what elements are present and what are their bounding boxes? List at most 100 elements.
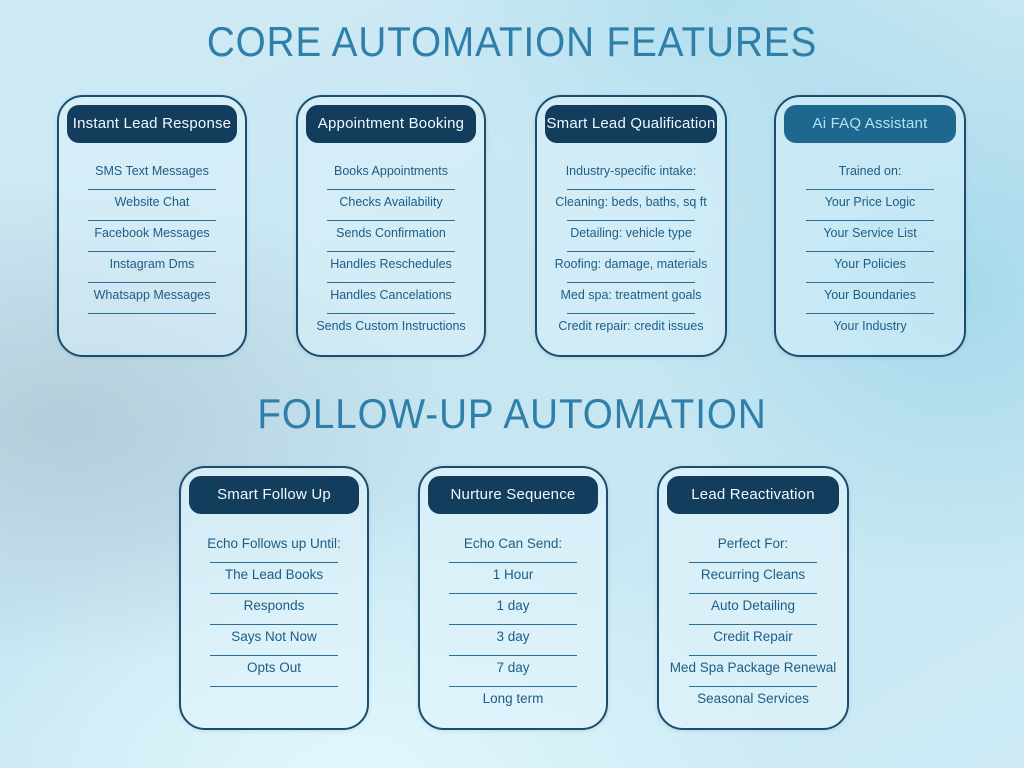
- list-item: Sends Custom Instructions: [298, 316, 484, 347]
- list-item: SMS Text Messages: [59, 161, 245, 192]
- separator-line: [806, 313, 934, 314]
- list-item-label: Handles Cancelations: [330, 288, 452, 302]
- list-item: Echo Follows up Until:: [181, 534, 367, 565]
- separator-line: [210, 655, 338, 656]
- list-item: Seasonal Services: [659, 689, 847, 720]
- list-item-label: Your Service List: [823, 226, 917, 240]
- list-item-label: Echo Follows up Until:: [207, 536, 341, 551]
- separator-line: [449, 562, 577, 563]
- list-item: Long term: [420, 689, 606, 720]
- list-item: Sends Confirmation: [298, 223, 484, 254]
- list-item-label: Industry-specific intake:: [565, 164, 697, 178]
- card-header-lead-reactivation: Lead Reactivation: [667, 476, 839, 514]
- list-item-label: Recurring Cleans: [700, 567, 806, 582]
- list-item-label: Credit repair: credit issues: [558, 319, 704, 333]
- card-header-instant-lead-response: Instant Lead Response: [67, 105, 237, 143]
- list-item-label: Trained on:: [838, 164, 902, 178]
- list-item: Trained on:: [776, 161, 964, 192]
- list-item-label: Cleaning: beds, baths, sq ft: [555, 195, 707, 209]
- separator-line: [327, 313, 455, 314]
- separator-line: [806, 282, 934, 283]
- separator-line: [567, 189, 695, 190]
- separator-line: [327, 189, 455, 190]
- list-item-label: Opts Out: [246, 660, 302, 675]
- list-item: Med Spa Package Renewal: [659, 658, 847, 689]
- list-item-label: Website Chat: [114, 195, 190, 209]
- list-item-label: Echo Can Send:: [463, 536, 563, 551]
- separator-line: [567, 313, 695, 314]
- list-item-label: Handles Reschedules: [330, 257, 452, 271]
- list-item-label: 3 day: [496, 629, 530, 644]
- list-item: Facebook Messages: [59, 223, 245, 254]
- list-item: Detailing: vehicle type: [537, 223, 725, 254]
- separator-line: [327, 220, 455, 221]
- section-title-followup-automation: FOLLOW-UP AUTOMATION: [257, 390, 767, 437]
- list-item: Checks Availability: [298, 192, 484, 223]
- card-ai-faq-assistant: Ai FAQ Assistant Trained on:Your Price L…: [774, 95, 966, 357]
- list-item-label: Med spa: treatment goals: [560, 288, 702, 302]
- separator-line: [327, 251, 455, 252]
- list-item-label: Med Spa Package Renewal: [669, 660, 837, 675]
- separator-line: [806, 220, 934, 221]
- separator-line: [689, 655, 817, 656]
- list-item: Industry-specific intake:: [537, 161, 725, 192]
- list-item: Whatsapp Messages: [59, 285, 245, 316]
- list-item: 3 day: [420, 627, 606, 658]
- list-item: Website Chat: [59, 192, 245, 223]
- separator-line: [449, 686, 577, 687]
- separator-line: [88, 189, 216, 190]
- list-item-label: Seasonal Services: [697, 691, 809, 706]
- list-item: Echo Can Send:: [420, 534, 606, 565]
- list-item: Your Service List: [776, 223, 964, 254]
- separator-line: [567, 282, 695, 283]
- list-item-label: Auto Detailing: [710, 598, 796, 613]
- list-item: Perfect For:: [659, 534, 847, 565]
- section-title-core-automation: CORE AUTOMATION FEATURES: [206, 18, 818, 65]
- separator-line: [88, 282, 216, 283]
- list-item: Responds: [181, 596, 367, 627]
- list-item-label: Says Not Now: [231, 629, 317, 644]
- list-item-label: Your Policies: [834, 257, 906, 271]
- list-item-label: Long term: [482, 691, 544, 706]
- separator-line: [210, 624, 338, 625]
- list-item-label: 7 day: [496, 660, 530, 675]
- list-item: The Lead Books: [181, 565, 367, 596]
- separator-line: [689, 562, 817, 563]
- list-item: Credit repair: credit issues: [537, 316, 725, 347]
- list-item-label: Detailing: vehicle type: [570, 226, 692, 240]
- separator-line: [806, 251, 934, 252]
- list-item-label: Your Price Logic: [824, 195, 916, 209]
- separator-line: [210, 593, 338, 594]
- list-item: Handles Reschedules: [298, 254, 484, 285]
- list-item: Instagram Dms: [59, 254, 245, 285]
- list-item-label: Your Boundaries: [824, 288, 916, 302]
- list-item-label: Instagram Dms: [109, 257, 195, 271]
- separator-line: [449, 624, 577, 625]
- card-header-nurture-sequence: Nurture Sequence: [428, 476, 598, 514]
- card-smart-follow-up: Smart Follow Up Echo Follows up Until:Th…: [179, 466, 369, 730]
- list-item-label: Checks Availability: [339, 195, 443, 209]
- list-item: Med spa: treatment goals: [537, 285, 725, 316]
- separator-line: [567, 220, 695, 221]
- separator-line: [449, 593, 577, 594]
- list-item: Handles Cancelations: [298, 285, 484, 316]
- separator-line: [567, 251, 695, 252]
- separator-line: [88, 313, 216, 314]
- list-item: Credit Repair: [659, 627, 847, 658]
- list-item-label: Credit Repair: [713, 629, 793, 644]
- list-item: Your Industry: [776, 316, 964, 347]
- list-item: Cleaning: beds, baths, sq ft: [537, 192, 725, 223]
- list-item-label: SMS Text Messages: [95, 164, 209, 178]
- list-item: 1 day: [420, 596, 606, 627]
- list-item-label: Sends Confirmation: [336, 226, 446, 240]
- list-item-label: Sends Custom Instructions: [316, 319, 466, 333]
- list-item-label: Whatsapp Messages: [93, 288, 211, 302]
- card-lead-reactivation: Lead Reactivation Perfect For: Recurring …: [657, 466, 849, 730]
